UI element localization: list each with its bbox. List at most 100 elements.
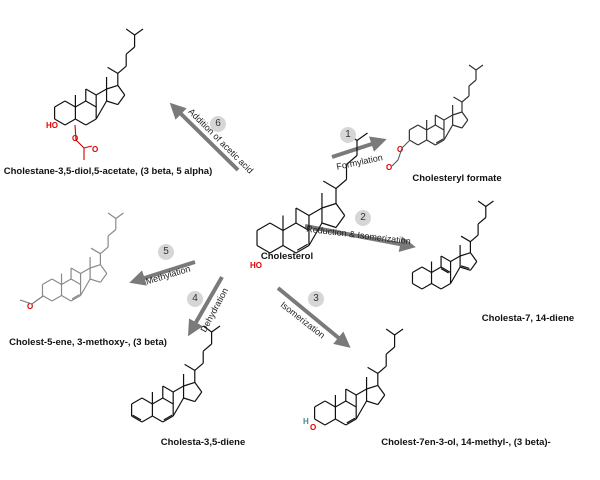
bond <box>51 294 62 302</box>
bond <box>194 382 203 393</box>
product-6-label: Cholestane-3,5-diol,5-acetate, (3 beta, … <box>3 166 213 177</box>
bond <box>355 400 368 420</box>
reaction-arrow-6 <box>169 102 240 172</box>
double-bond <box>346 417 356 424</box>
bond <box>183 397 195 403</box>
bond <box>412 282 423 290</box>
bond <box>117 65 127 74</box>
bond <box>256 244 271 254</box>
bond <box>125 46 135 55</box>
bond <box>202 325 212 333</box>
bond <box>459 252 471 257</box>
bond <box>485 200 494 207</box>
bond <box>202 343 212 352</box>
bond <box>477 217 487 225</box>
product-1-label: Cholesteryl formate <box>412 173 502 184</box>
bond <box>42 278 53 286</box>
double-bond <box>460 265 470 270</box>
product-1-structure: OO <box>386 64 484 172</box>
bond <box>141 397 153 405</box>
double-bond <box>71 294 80 300</box>
double-bond <box>132 414 142 421</box>
bond <box>183 381 195 387</box>
double-bond <box>296 243 308 251</box>
atom-label: O <box>72 134 78 143</box>
bond <box>314 418 326 426</box>
bond <box>335 400 347 408</box>
bond <box>131 397 143 405</box>
cholesterol-structure: HO <box>250 132 368 270</box>
bond <box>435 124 445 131</box>
bond <box>440 266 451 274</box>
formate-group <box>391 139 411 167</box>
bond <box>435 139 445 146</box>
bond <box>452 111 463 116</box>
bond <box>295 222 310 232</box>
bond <box>269 222 284 232</box>
bond <box>324 418 336 426</box>
cholesterol-label: Cholesterol <box>260 251 314 262</box>
bond <box>443 114 453 121</box>
bond <box>460 235 471 243</box>
bond <box>321 202 337 209</box>
bond <box>107 212 117 219</box>
bond <box>70 267 81 275</box>
step-number-5: 5 <box>158 244 174 260</box>
bond <box>117 85 126 96</box>
bond <box>377 394 386 405</box>
bond <box>106 100 118 106</box>
bond <box>282 222 297 232</box>
product-3-structure: HO <box>303 328 404 432</box>
bond <box>385 346 395 355</box>
atom-label: H <box>303 417 309 426</box>
double-bond <box>435 138 444 144</box>
bond <box>89 278 101 283</box>
methoxy-group <box>19 295 44 305</box>
atom-label: O <box>92 145 98 154</box>
bond <box>152 415 164 423</box>
bond <box>452 124 463 129</box>
product-6-structure: HO O O <box>46 28 144 160</box>
bond <box>385 328 395 336</box>
bond <box>321 222 337 229</box>
step-number-3: 3 <box>308 291 324 307</box>
bond <box>64 100 76 108</box>
bond <box>421 282 432 290</box>
bond <box>412 266 423 274</box>
bond <box>61 294 72 302</box>
bond <box>269 244 284 254</box>
bond <box>308 222 323 246</box>
bond <box>211 325 221 333</box>
bond <box>322 180 337 190</box>
atom-label: HO <box>46 121 58 130</box>
atom-label: O <box>397 145 403 154</box>
bond <box>100 246 109 255</box>
bond <box>115 212 124 219</box>
step-number-1: 1 <box>340 127 356 143</box>
bond <box>80 278 91 296</box>
bond <box>295 207 310 217</box>
bond <box>75 100 87 108</box>
bond <box>85 118 97 126</box>
bond <box>54 100 66 108</box>
bond <box>426 139 436 146</box>
bond <box>194 362 204 371</box>
bond <box>282 244 297 254</box>
bond <box>394 328 404 336</box>
bond <box>107 229 117 237</box>
bond <box>314 400 326 408</box>
reaction-arrow-4 <box>188 276 224 337</box>
bond <box>417 139 427 146</box>
bond <box>107 66 119 74</box>
bond <box>421 266 432 274</box>
bond <box>377 365 387 374</box>
bond <box>117 94 126 105</box>
bond <box>440 282 451 290</box>
bond <box>409 124 419 131</box>
bond <box>308 207 323 217</box>
atom-label: O <box>27 302 33 311</box>
bond <box>356 132 368 141</box>
bond <box>194 391 203 402</box>
bond <box>335 179 347 189</box>
